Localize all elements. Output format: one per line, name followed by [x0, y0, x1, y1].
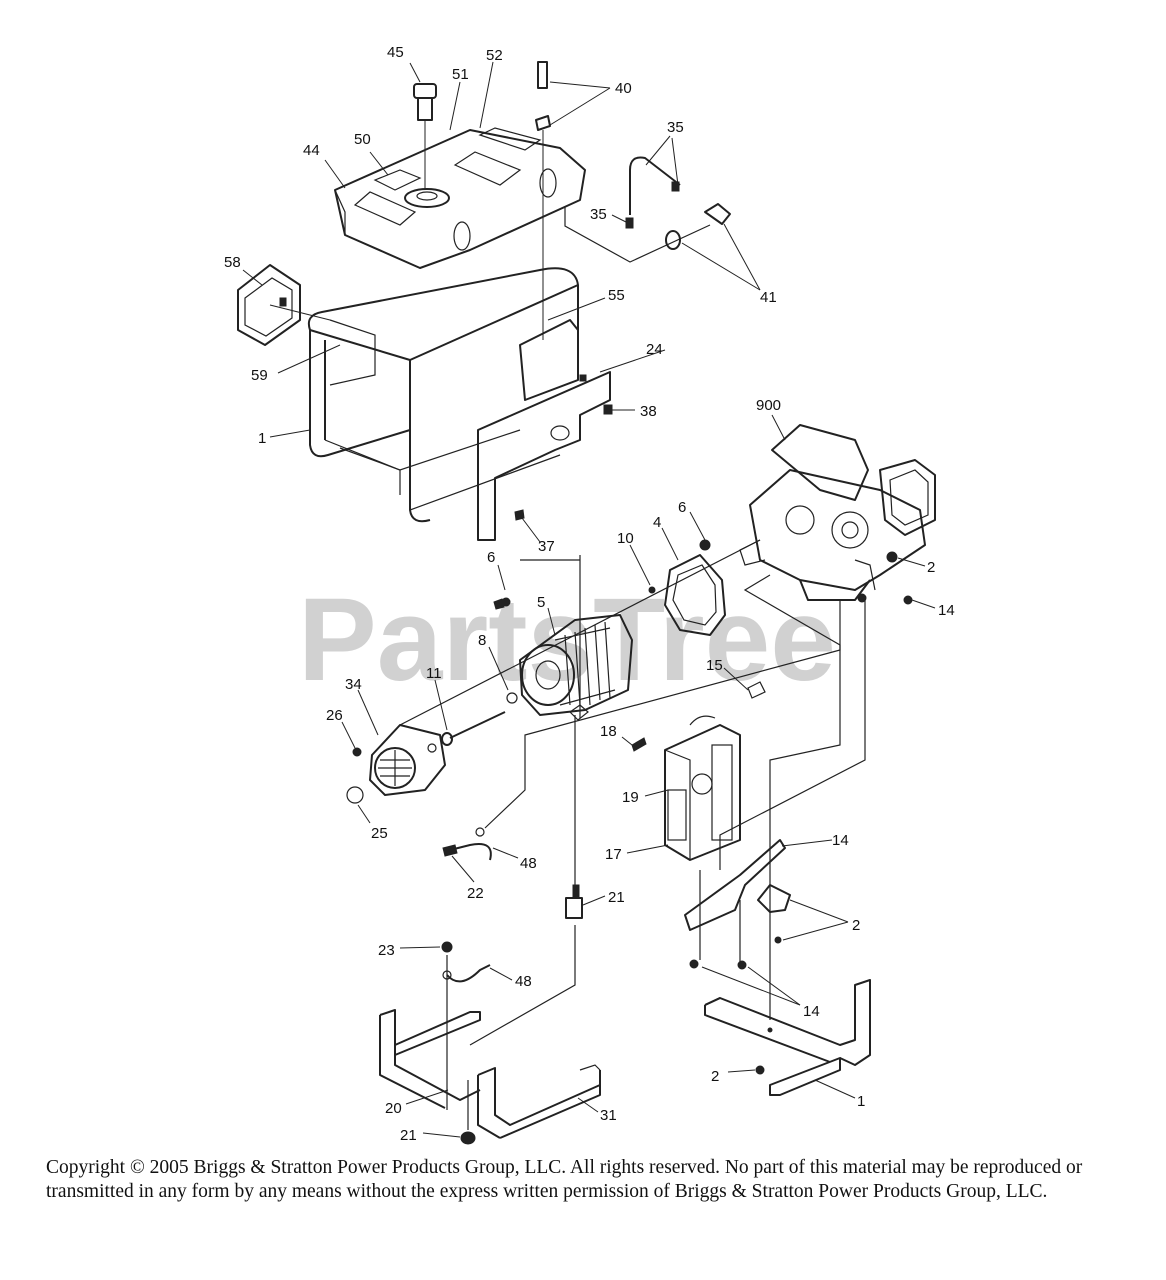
label-23: 23 [378, 942, 395, 959]
exploded-parts-diagram: PartsTree [224, 44, 955, 1145]
mount-bracket [757, 884, 791, 944]
rear-cover [346, 724, 446, 804]
label-48-lower: 48 [515, 973, 532, 990]
label-1-frame: 1 [258, 430, 266, 447]
label-37: 37 [538, 538, 555, 555]
label-55: 55 [608, 287, 625, 304]
alternator [493, 597, 633, 721]
label-2-base: 2 [711, 1068, 719, 1085]
label-26: 26 [326, 707, 343, 724]
label-1-base: 1 [857, 1093, 865, 1110]
label-51: 51 [452, 66, 469, 83]
base-frame-right [704, 979, 871, 1096]
muffler [631, 681, 766, 861]
leader-lines [242, 61, 936, 1138]
side-panel [477, 319, 635, 541]
label-11: 11 [426, 665, 442, 682]
label-52: 52 [486, 47, 503, 64]
engine [739, 424, 936, 605]
label-8: 8 [478, 632, 486, 649]
vibration-isolator [460, 884, 583, 1145]
label-2-engine: 2 [927, 559, 935, 576]
label-17: 17 [605, 846, 622, 863]
frame [269, 267, 579, 523]
label-21-upper: 21 [608, 889, 625, 906]
label-48-upper: 48 [520, 855, 537, 872]
label-59: 59 [251, 367, 268, 384]
base-frame-left [379, 1009, 601, 1139]
label-21-lower: 21 [400, 1127, 417, 1144]
label-35-lower: 35 [590, 206, 607, 223]
copyright-notice: Copyright © 2005 Briggs & Stratton Power… [46, 1157, 1083, 1202]
label-19: 19 [622, 789, 639, 806]
label-41: 41 [760, 289, 777, 306]
label-38: 38 [640, 403, 657, 420]
muffler-bracket [684, 839, 786, 970]
label-15: 15 [706, 657, 723, 674]
control-panel [237, 264, 301, 346]
label-20: 20 [385, 1100, 402, 1117]
label-35-upper: 35 [667, 119, 684, 136]
part-number-labels: 45 51 52 40 35 44 50 35 41 58 55 24 59 3… [224, 44, 955, 1144]
tank-bolts [535, 61, 551, 340]
fuel-tank [334, 127, 586, 269]
label-14-bracket: 14 [832, 832, 849, 849]
ground-wire [442, 827, 492, 861]
ground-wire-lower [441, 941, 491, 983]
label-18: 18 [600, 723, 617, 740]
label-900: 900 [756, 397, 781, 414]
fuel-cap [413, 83, 437, 190]
label-22: 22 [467, 885, 484, 902]
label-2-bracket: 2 [852, 917, 860, 934]
label-40: 40 [615, 80, 632, 97]
label-14-engine: 14 [938, 602, 955, 619]
label-10: 10 [617, 530, 634, 547]
label-45: 45 [387, 44, 404, 61]
label-44: 44 [303, 142, 320, 159]
label-6-left: 6 [487, 549, 495, 566]
label-24: 24 [646, 341, 663, 358]
fuel-line [564, 156, 731, 263]
label-58: 58 [224, 254, 241, 271]
watermark: PartsTree [298, 574, 836, 706]
label-34: 34 [345, 676, 362, 693]
through-bolt [441, 711, 506, 746]
label-6-right: 6 [678, 499, 686, 516]
bolt-37 [514, 509, 525, 521]
label-31: 31 [600, 1107, 617, 1124]
label-4: 4 [653, 514, 661, 531]
end-bracket [648, 539, 726, 636]
label-25: 25 [371, 825, 388, 842]
label-14-lower: 14 [803, 1003, 820, 1020]
label-5: 5 [537, 594, 545, 611]
label-50: 50 [354, 131, 371, 148]
